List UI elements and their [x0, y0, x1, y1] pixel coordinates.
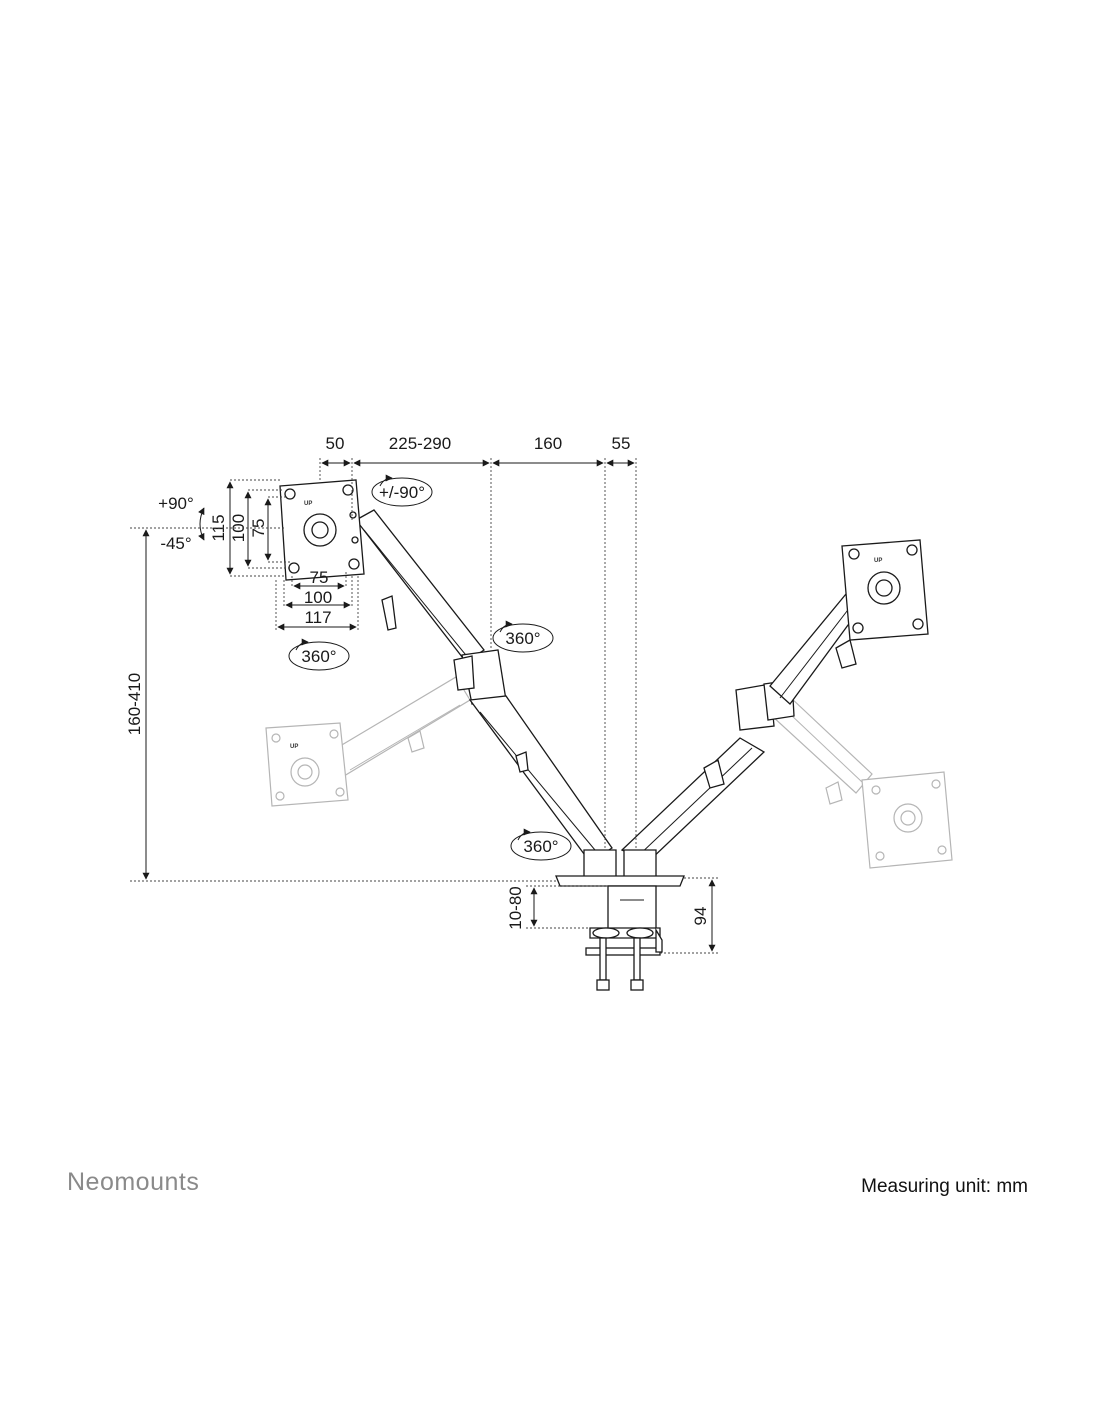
rotate-elbow-label: 360°	[505, 629, 540, 648]
ghost-left-plate: UP	[265, 722, 349, 807]
rotate-base-label: 360°	[523, 837, 558, 856]
rotate-elbow-badge: 360°	[492, 620, 554, 653]
tilt-arrow-icon	[198, 507, 205, 541]
dim-clamp-10-80: 10-80	[506, 886, 525, 929]
ghost-left-arm	[329, 676, 471, 777]
brand-logo: Neomounts	[67, 1168, 200, 1196]
pole-and-base	[555, 849, 685, 887]
rotate-head-label: 360°	[301, 647, 336, 666]
ghost-right-arm	[771, 696, 873, 805]
dim-50: 50	[326, 434, 345, 453]
left-up-label: UP	[304, 501, 312, 507]
left-lower-arm	[468, 695, 613, 863]
left-upper-arm	[355, 509, 485, 666]
rotate-head-badge: 360°	[288, 638, 350, 671]
dim-225-290: 225-290	[389, 434, 451, 453]
top-dimension-guides	[319, 458, 637, 850]
right-monitor-plate: UP	[841, 539, 929, 641]
dim-vesa-100-horizontal: 100	[304, 588, 332, 607]
dim-clamp-94: 94	[691, 907, 710, 926]
dim-vesa-117: 117	[304, 608, 331, 627]
vesa-horizontal-guides	[275, 572, 359, 631]
ghost-left-up-label: UP	[290, 744, 298, 750]
measuring-unit-label: Measuring unit: mm	[861, 1176, 1028, 1197]
swivel-label: +/-90°	[379, 483, 425, 502]
left-monitor-plate: UP	[279, 479, 365, 581]
swivel-badge: +/-90°	[371, 474, 433, 507]
right-up-label: UP	[874, 558, 882, 564]
dim-height-160-410: 160-410	[125, 673, 144, 735]
tilt-up-label: +90°	[158, 494, 194, 513]
height-dimension	[130, 527, 556, 882]
dim-55: 55	[612, 434, 631, 453]
dim-160: 160	[534, 434, 562, 453]
ghost-right-plate	[861, 771, 953, 869]
right-lower-arm	[620, 737, 766, 863]
rotate-base-badge: 360°	[510, 828, 572, 861]
clamp-dimensions	[526, 877, 718, 954]
tilt-down-label: -45°	[160, 534, 191, 553]
dim-vesa-75-horizontal: 75	[310, 568, 329, 587]
desk-clamp	[585, 885, 663, 991]
